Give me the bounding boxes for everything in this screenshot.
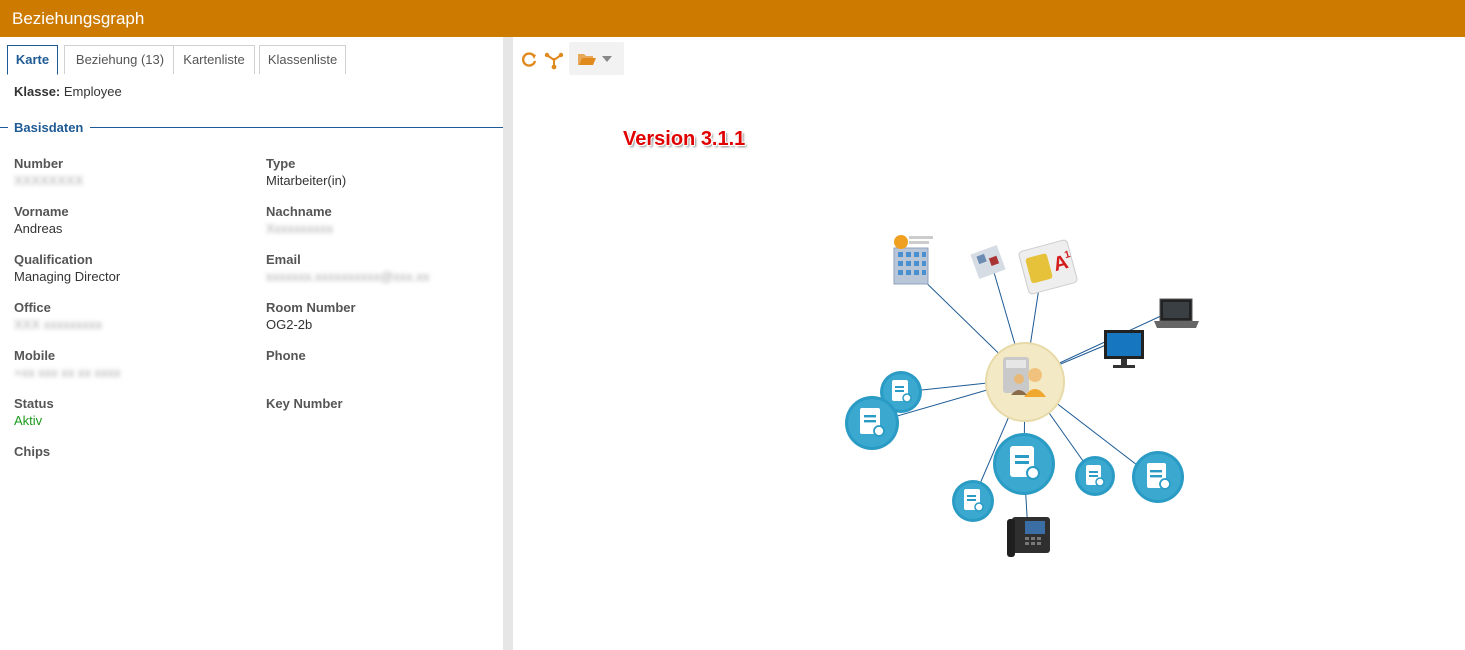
field-label: Mobile (14, 348, 56, 363)
field-phone: Phone (266, 348, 496, 382)
section-title: Basisdaten (14, 120, 84, 135)
company-logo-icon (970, 244, 1006, 280)
field-value: XXX xxxxxxxxx (14, 317, 103, 332)
field-type: Type Mitarbeiter(in) (266, 156, 496, 190)
panel-splitter[interactable] (503, 37, 513, 650)
field-value (266, 413, 496, 430)
field-value: XXXXXXXX (14, 173, 84, 188)
field-label: Vorname (14, 204, 69, 219)
field-status: Status Aktiv (14, 396, 244, 430)
document-node (1132, 451, 1184, 503)
detail-panel: Karte Beziehung (13) Kartenliste Klassen… (0, 37, 503, 650)
field-label: Number (14, 156, 64, 171)
field-label: Status (14, 396, 54, 411)
field-value: Mitarbeiter(in) (266, 173, 347, 188)
field-nachname: Nachname Xxxxxxxxxx (266, 204, 496, 238)
svg-text:1: 1 (1063, 249, 1072, 261)
field-vorname: Vorname Andreas (14, 204, 244, 238)
sim-card-icon: A 1 (1018, 239, 1078, 295)
field-key-number: Key Number (266, 396, 496, 430)
employee-node-icon (985, 342, 1065, 422)
svg-text:A: A (1051, 251, 1071, 276)
field-value: OG2-2b (266, 317, 313, 332)
section-divider (90, 127, 503, 128)
building-icon (893, 235, 933, 285)
field-value: xxxxxxx.xxxxxxxxxx@xxx.xx (266, 269, 430, 284)
refresh-icon[interactable] (520, 49, 538, 71)
field-label: Room Number (266, 300, 356, 315)
field-label: Key Number (266, 396, 343, 411)
document-node (993, 433, 1055, 495)
field-mobile: Mobile +xx xxx xx xx xxxx (14, 348, 244, 382)
document-node (1075, 456, 1115, 496)
tab-beziehung[interactable]: Beziehung (13) (64, 45, 176, 74)
tab-bar: Karte Beziehung (13) Kartenliste Klassen… (7, 45, 503, 75)
window-title: Beziehungsgraph (12, 9, 145, 28)
relationship-graph: A 1 (845, 235, 1199, 557)
field-label: Nachname (266, 204, 332, 219)
graph-layout-icon[interactable] (543, 49, 565, 71)
field-label: Email (266, 252, 301, 267)
desk-phone-icon (1007, 517, 1050, 557)
field-value: +xx xxx xx xx xxxx (14, 365, 121, 380)
version-label: Version 3.1.1 (623, 128, 746, 150)
field-qualification: Qualification Managing Director (14, 252, 244, 286)
class-value: Employee (63, 84, 122, 99)
field-label: Type (266, 156, 296, 171)
field-label: Qualification (14, 252, 93, 267)
field-chips: Chips (14, 444, 244, 478)
document-node (952, 480, 994, 522)
status-value: Aktiv (14, 413, 43, 428)
field-room-number: Room Number OG2-2b (266, 300, 496, 334)
monitor-icon (1104, 330, 1144, 368)
section-basisdaten: Basisdaten (0, 120, 503, 136)
field-label: Office (14, 300, 51, 315)
field-value: Managing Director (14, 269, 121, 284)
caret-down-icon (602, 56, 612, 62)
graph-panel: Version 3.1.1 (513, 37, 1465, 650)
window-title-bar: Beziehungsgraph (0, 0, 1465, 37)
field-value (266, 365, 496, 382)
tab-kartenliste[interactable]: Kartenliste (173, 45, 255, 74)
field-value: Andreas (14, 221, 63, 236)
field-label: Chips (14, 444, 51, 459)
folder-open-icon (578, 54, 596, 65)
tab-klassenliste[interactable]: Klassenliste (259, 45, 346, 74)
laptop-icon (1154, 298, 1199, 328)
field-office: Office XXX xxxxxxxxx (14, 300, 244, 334)
tab-karte[interactable]: Karte (7, 45, 58, 75)
document-node (845, 396, 899, 450)
document-node (880, 371, 922, 413)
folder-dropdown-button[interactable] (569, 42, 624, 75)
field-value (14, 461, 244, 478)
section-divider (0, 127, 8, 128)
field-label: Phone (266, 348, 306, 363)
field-email: Email xxxxxxx.xxxxxxxxxx@xxx.xx (266, 252, 496, 286)
class-line: Klasse: Employee (14, 84, 122, 99)
field-number: Number XXXXXXXX (14, 156, 244, 190)
class-label: Klasse: (14, 84, 61, 99)
field-value: Xxxxxxxxxx (266, 221, 334, 236)
